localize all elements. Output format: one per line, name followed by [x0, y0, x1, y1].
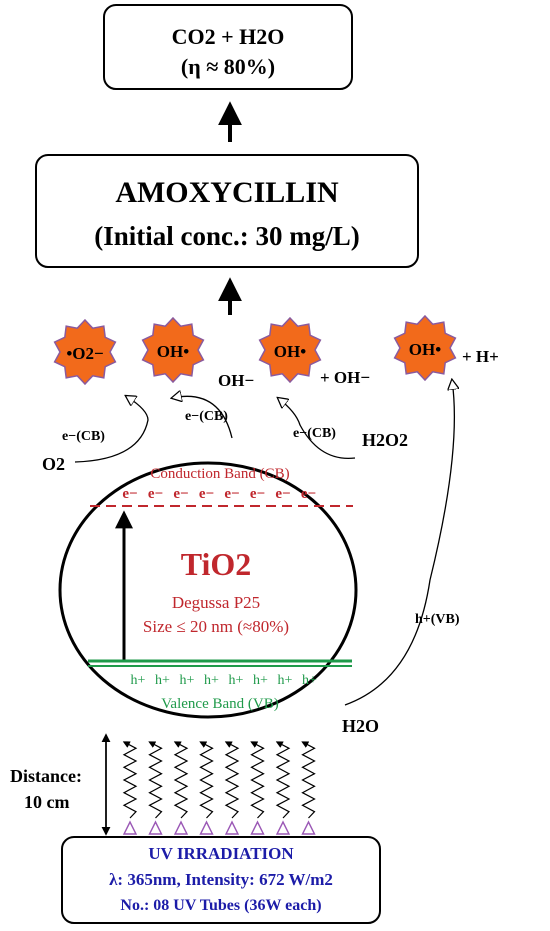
uv-wave: [275, 741, 291, 819]
distance-value: 10 cm: [24, 792, 69, 812]
products-box: CO2 + H2O (η ≈ 80%): [103, 4, 353, 90]
arrow-oh-ion-to-radical: [172, 396, 233, 439]
radicals-group: •O2− OH• OH• OH•: [53, 314, 457, 386]
electron: e−: [199, 486, 214, 502]
cb-electrons: e− e− e− e− e− e− e− e−: [122, 486, 316, 502]
peroxide-label: H2O2: [362, 430, 408, 450]
hydroxyl-ion-label: OH−: [218, 371, 254, 390]
arrow-water-to-radical: [344, 380, 454, 706]
hydroxyl-label: OH•: [274, 342, 306, 361]
radical-hydroxyl-2: OH•: [258, 316, 322, 384]
hole-vb-label: h+(VB): [415, 612, 460, 627]
hole: h+: [180, 673, 195, 688]
hydroxyl-label: OH•: [157, 342, 189, 361]
tio2-particle: Conduction Band (CB) e− e− e− e− e− e− e− e− Ti…: [58, 461, 358, 719]
uv-tube-triangle: [301, 820, 316, 835]
plus-hydroxyl-ion-label: + OH−: [320, 368, 370, 387]
electron: e−: [173, 486, 188, 502]
uv-irradiation-box: UV IRRADIATION λ: 365nm, Intensity: 672 …: [61, 836, 381, 924]
arrow-peroxide-to-radical: [278, 398, 356, 460]
uv-tube-triangle: [173, 820, 189, 835]
hydroxyl-label: OH•: [409, 340, 441, 359]
uv-spec: λ: 365nm, Intensity: 672 W/m2: [109, 870, 333, 889]
electron: e−: [301, 486, 316, 502]
distance-label: Distance:: [10, 766, 82, 786]
arrow-o2-to-superoxide: [74, 396, 149, 463]
electron: e−: [122, 486, 137, 502]
electron-cb-label-3: e−(CB): [293, 426, 336, 441]
products-efficiency: (η ≈ 80%): [181, 54, 275, 79]
superoxide-label: •O2−: [66, 344, 103, 363]
plus-proton-label: + H+: [462, 347, 499, 366]
oxygen-label: O2: [42, 454, 65, 474]
hole: h+: [229, 673, 244, 688]
electron: e−: [275, 486, 290, 502]
hole: h+: [131, 673, 146, 688]
water-label: H2O: [342, 716, 379, 736]
hole: h+: [204, 673, 219, 688]
uv-wave: [250, 741, 265, 819]
uv-tube-triangle: [148, 820, 163, 835]
products-formula: CO2 + H2O: [172, 24, 285, 49]
catalyst-size: Size ≤ 20 nm (≈80%): [143, 617, 289, 636]
uv-tube-triangle: [122, 820, 138, 835]
electron-cb-label-2: e−(CB): [185, 409, 228, 424]
uv-tube-triangle: [199, 820, 214, 835]
pollutant-name: AMOXYCILLIN: [115, 176, 339, 209]
uv-wave: [173, 741, 189, 819]
hole: h+: [155, 673, 170, 688]
radical-superoxide: •O2−: [53, 318, 117, 386]
uv-wave: [122, 741, 138, 819]
electron: e−: [250, 486, 265, 502]
uv-tubes: No.: 08 UV Tubes (36W each): [120, 897, 321, 914]
electron: e−: [224, 486, 239, 502]
catalyst-type: Degussa P25: [172, 593, 260, 612]
radical-hydroxyl-3: OH•: [393, 314, 457, 382]
pollutant-box: AMOXYCILLIN (Initial conc.: 30 mg/L): [35, 154, 419, 268]
uv-wave: [199, 741, 214, 819]
hole: h+: [253, 673, 268, 688]
vb-holes: h+ h+ h+ h+ h+ h+ h+ h+: [131, 673, 318, 688]
radical-hydroxyl-1: OH•: [141, 316, 205, 384]
uv-tube-triangle: [275, 820, 291, 835]
catalyst-name: TiO2: [181, 546, 252, 582]
hole: h+: [302, 673, 317, 688]
uv-tube-triangle: [224, 820, 240, 835]
uv-waves: [122, 741, 316, 835]
pollutant-concentration: (Initial conc.: 30 mg/L): [94, 221, 359, 251]
electron: e−: [148, 486, 163, 502]
uv-title: UV IRRADIATION: [148, 844, 294, 863]
electron-cb-label-1: e−(CB): [62, 429, 105, 444]
valence-band-label: Valence Band (VB): [161, 696, 278, 712]
hole: h+: [278, 673, 293, 688]
uv-wave: [301, 741, 316, 819]
uv-tube-triangle: [250, 820, 265, 835]
uv-wave: [148, 741, 163, 819]
conduction-band-label: Conduction Band (CB): [150, 466, 289, 482]
uv-wave: [224, 741, 240, 819]
